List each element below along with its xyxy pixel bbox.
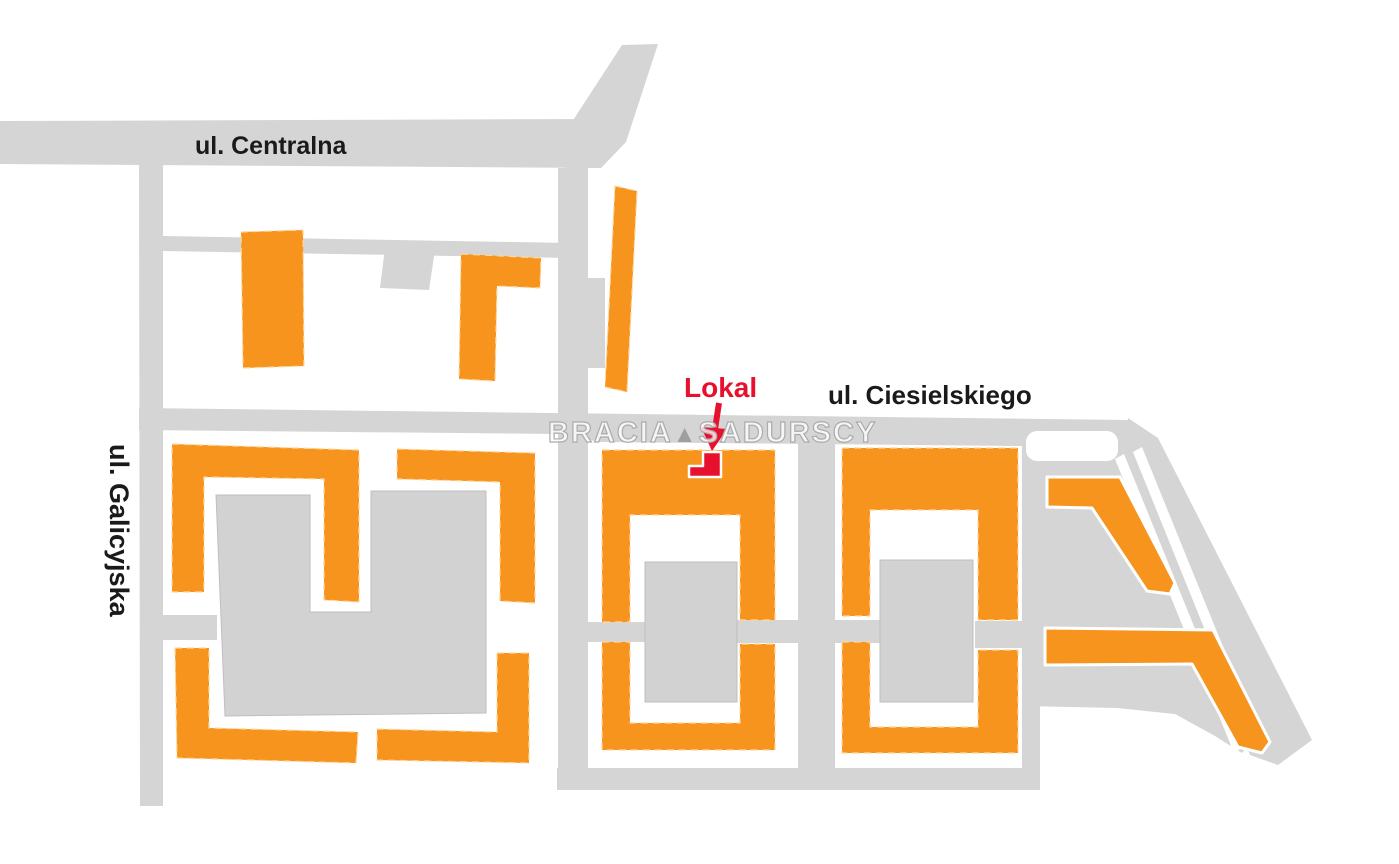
courtyards-layer <box>215 490 974 717</box>
watermark-right: SADURSCY <box>698 416 878 449</box>
driveway-court-right <box>975 621 1026 648</box>
paved-area-east <box>1022 440 1248 753</box>
courtyard-west-complex <box>215 490 487 717</box>
road-north-diagonal <box>566 44 658 168</box>
road-ul-galicyjska <box>139 165 163 806</box>
lokal-unit-marker <box>687 450 723 479</box>
driveway-court-left <box>586 622 648 642</box>
street-label-galicyjska: ul. Galicyjska <box>104 444 134 617</box>
courtyard-middle-right <box>879 559 974 703</box>
road-east-diagonal <box>1127 418 1312 765</box>
street-label-ciesielskiego: ul. Ciesielskiego <box>828 380 1032 410</box>
building-north-rect <box>240 229 305 369</box>
agency-watermark: BRACIA▲SADURSCY <box>547 416 878 450</box>
building-court-left-upper <box>601 449 776 623</box>
lokal-label: Lokal <box>684 372 758 403</box>
lokal-arrow-head <box>701 427 727 451</box>
road-ul-centralna <box>0 119 600 168</box>
agency-logo-triangle-icon: ▲ <box>672 421 699 448</box>
building-north-tshape <box>458 253 542 382</box>
lokal-marker-group <box>687 402 727 479</box>
road-between-courts <box>798 440 835 790</box>
driveway-west <box>150 615 217 640</box>
building-west-top-left <box>171 443 360 603</box>
building-east-chevron-lower <box>1043 626 1272 755</box>
road-central-vertical <box>558 168 588 790</box>
building-court-right-lower <box>841 641 1019 754</box>
paved-link-south <box>1022 700 1040 790</box>
lokal-arrow-shaft <box>712 402 722 430</box>
buildings-layer <box>171 185 1272 764</box>
driveway-court-middle <box>736 620 880 643</box>
watermark-left: BRACIA <box>547 416 673 449</box>
building-court-left-lower <box>601 641 776 751</box>
street-label-centralna: ul. Centralna <box>195 132 347 160</box>
road-access-lane <box>163 236 570 258</box>
parking-area <box>380 240 436 290</box>
building-east-chevron-upper <box>1045 475 1177 596</box>
roads-layer <box>0 44 1312 806</box>
building-west-top-right <box>396 448 536 604</box>
road-ul-ciesielskiego <box>139 408 1148 452</box>
building-north-tower <box>604 185 638 393</box>
building-court-right-upper <box>841 447 1019 621</box>
building-west-bottom-right <box>376 652 530 764</box>
gray-building-small <box>588 278 605 368</box>
traffic-island <box>1026 431 1118 461</box>
building-west-bottom-left <box>174 647 359 764</box>
courtyard-middle-left <box>644 561 738 703</box>
